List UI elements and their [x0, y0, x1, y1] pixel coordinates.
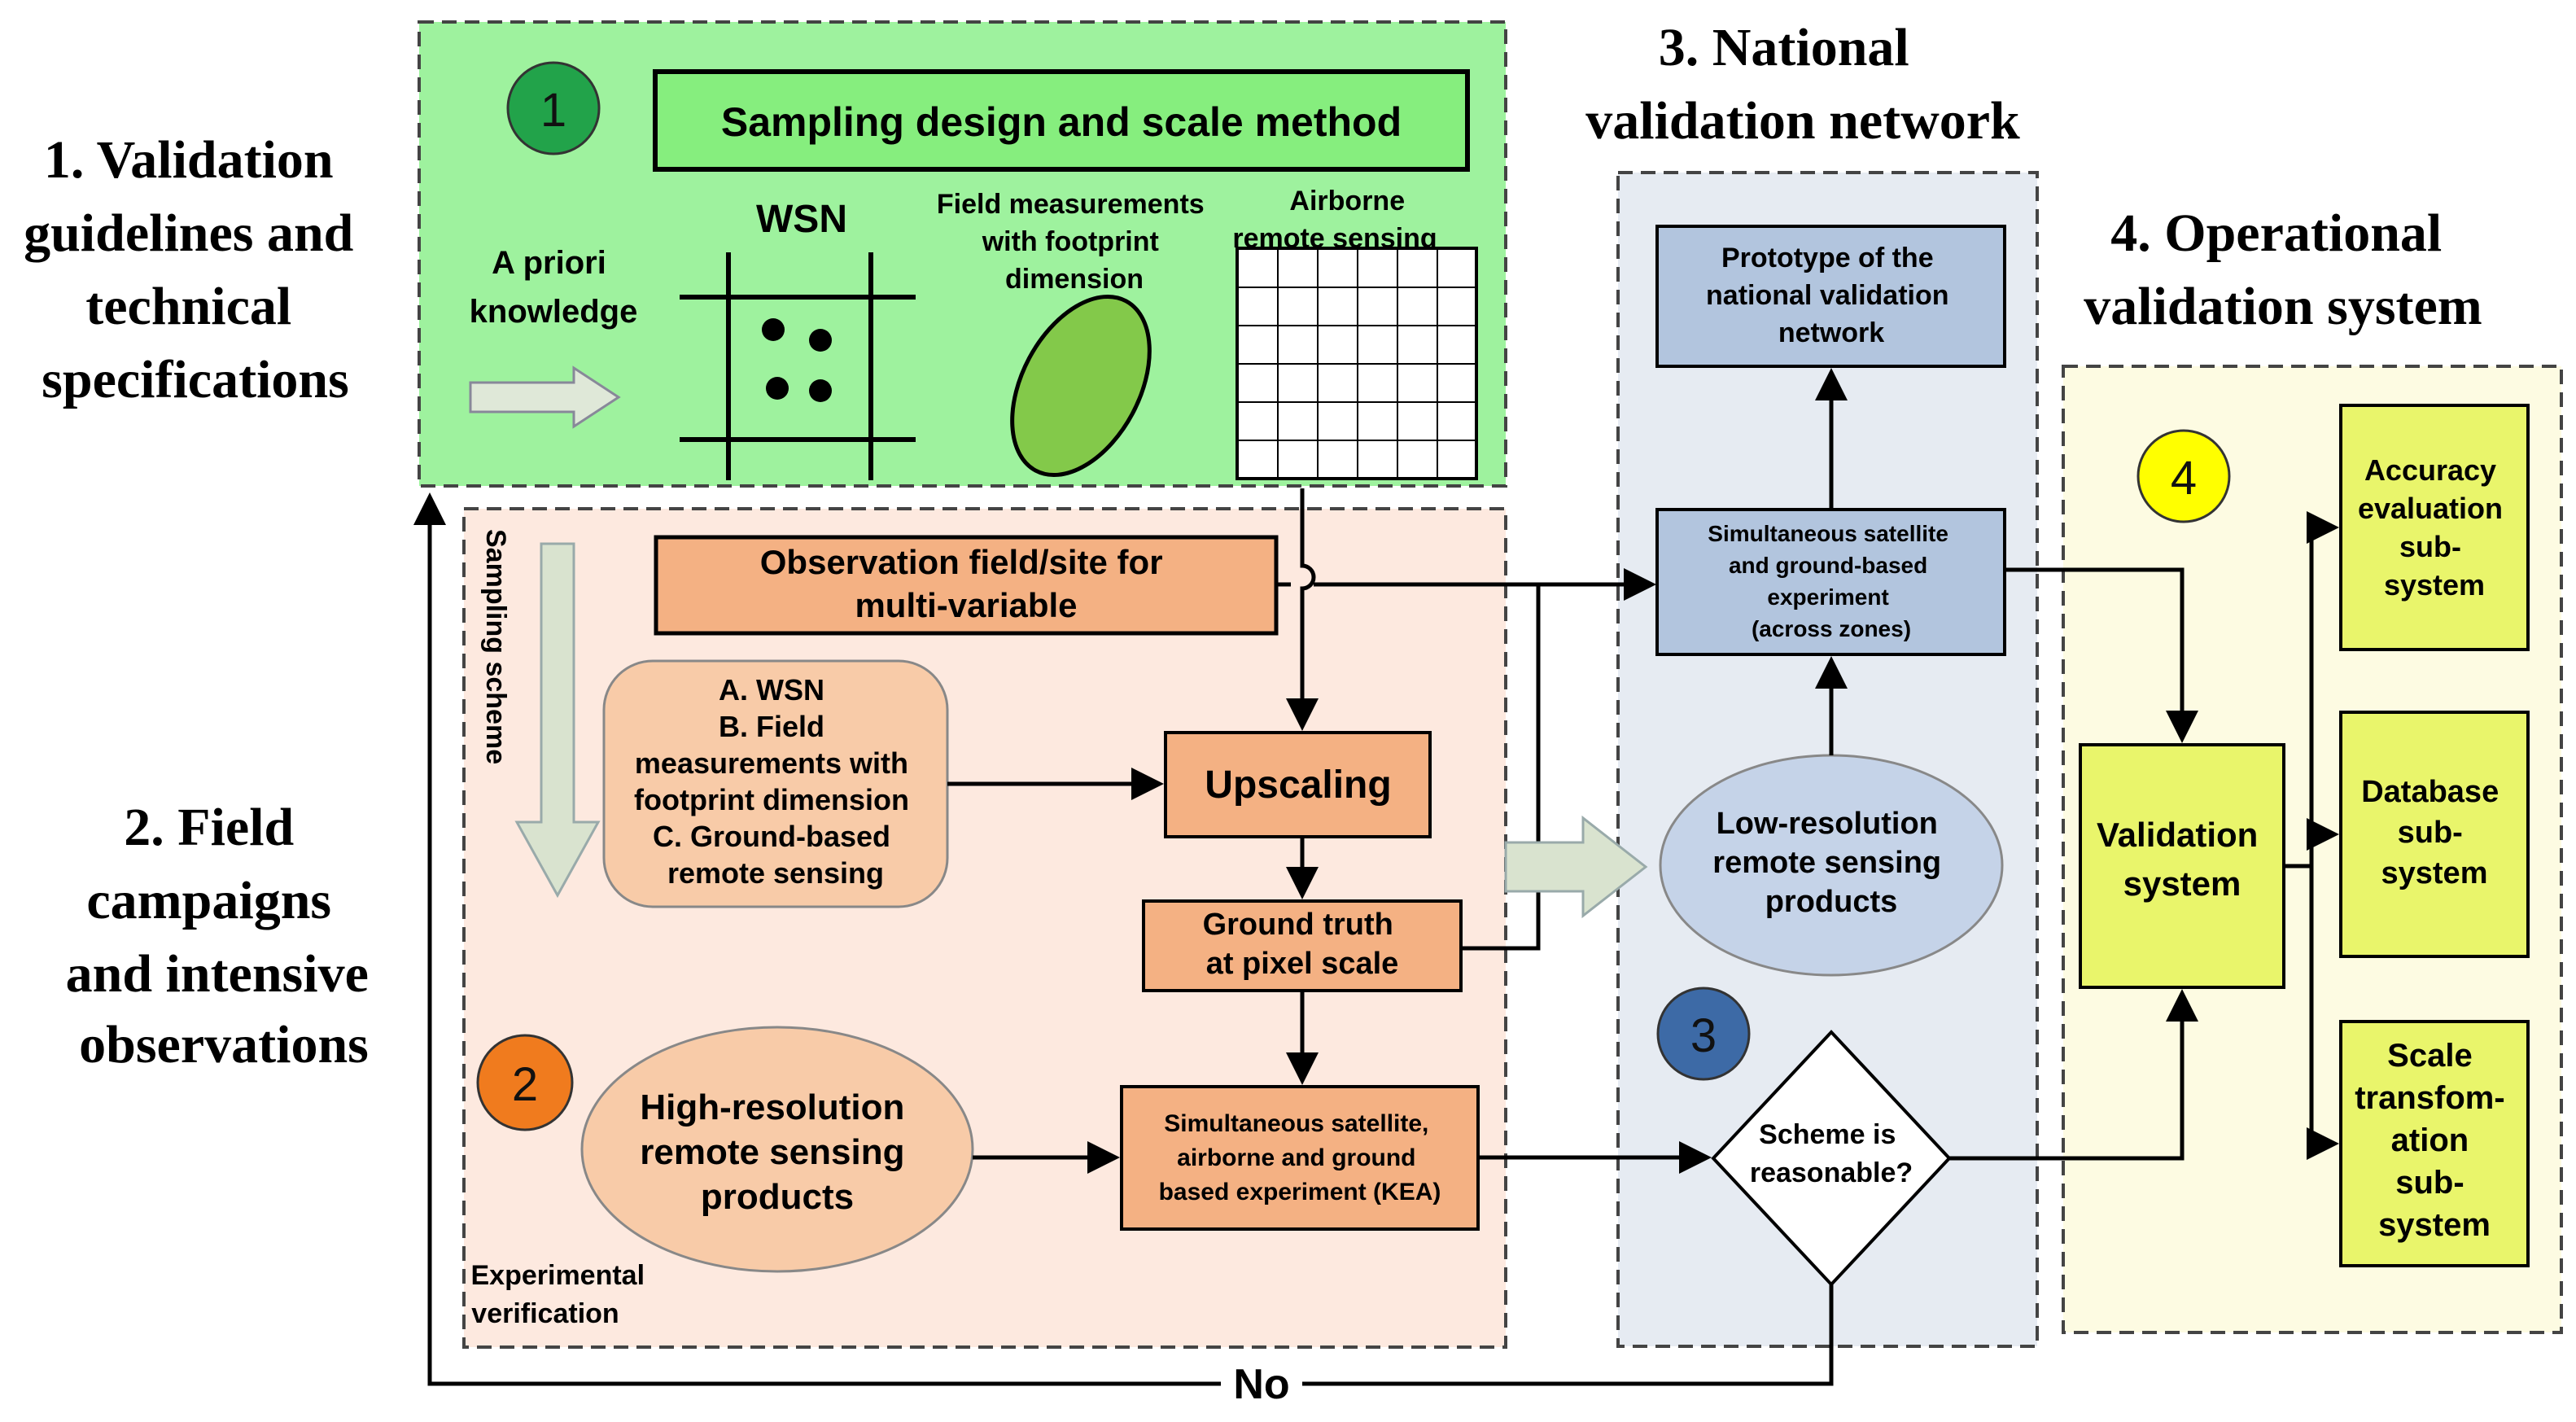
- svg-text:Ground truth at pixel sc: Ground truth at pixel scale: [1203, 908, 1402, 981]
- sampling-design-box: Sampling design and scale method: [653, 69, 1470, 172]
- high-resolution-ellipse: High-resolution remote sensing products: [580, 1026, 974, 1273]
- wsn-label: WSN: [756, 198, 847, 241]
- arrow-validation-to-scale: [2307, 866, 2339, 1160]
- section-1-title: 1. Validation guidelines and technical s…: [24, 130, 367, 409]
- svg-text:Simultaneous satellite,: Simultaneous satellite, airborne and gro…: [1159, 1110, 1441, 1205]
- svg-text:Low-resolution remote se: Low-resolution remote sensing products: [1712, 807, 1949, 919]
- sampling-scheme-arrow: [514, 542, 601, 899]
- svg-text:Database sub- syst: Database sub- system: [2361, 775, 2508, 890]
- svg-text:2: 2: [512, 1058, 538, 1111]
- database-box: Database sub- system: [2339, 711, 2530, 958]
- prototype-box: Prototype of the national validation net…: [1655, 225, 2006, 368]
- scale-transformation-box: Scale transfom- ation sub- system: [2339, 1020, 2530, 1267]
- section-2-title: 2. Field campaigns and intensive observa…: [66, 798, 383, 1074]
- validation-system-box: Validation system: [2079, 743, 2285, 989]
- section-4-title: 4. Operational validation system: [2084, 203, 2482, 336]
- experimental-verification-label: Experimental verification: [471, 1260, 653, 1329]
- low-resolution-ellipse: Low-resolution remote sensing products: [1659, 754, 2004, 977]
- arrow-airborne-to-upscaling: [1286, 488, 1319, 731]
- svg-text:Accuracy evaluation: Accuracy evaluation sub- system: [2358, 453, 2511, 602]
- sampling-scheme-label: Sampling scheme: [480, 529, 511, 764]
- badge-1: 1: [506, 61, 601, 155]
- sampling-methods-box: A. WSN B. Field measurements with footpr…: [602, 659, 949, 908]
- badge-3: 3: [1656, 987, 1751, 1081]
- badge-4: 4: [2136, 429, 2231, 523]
- svg-text:Validation system: Validation system: [2097, 816, 2268, 903]
- svg-text:Scheme is reasonable?: Scheme is reasonable?: [1750, 1119, 1913, 1188]
- svg-text:Upscaling: Upscaling: [1205, 764, 1391, 807]
- upscaling-box: Upscaling: [1164, 731, 1432, 838]
- line-ground-truth-to-network: [1461, 584, 1541, 951]
- footprint-ellipse-icon: [1010, 294, 1152, 478]
- svg-text:3: 3: [1690, 1009, 1717, 1062]
- kea-experiment-box: Simultaneous satellite, airborne and gro…: [1120, 1085, 1480, 1231]
- observation-field-box: Observation field/site for multi-variabl…: [654, 535, 1279, 636]
- svg-text:A. WSN B. Field me: A. WSN B. Field measurements with footpr…: [634, 673, 917, 890]
- svg-text:High-resolution remote s: High-resolution remote sensing products: [640, 1087, 914, 1217]
- field-measurements-label: Field measurements with footprint dimens…: [937, 189, 1212, 295]
- big-arrow-to-low-res: [1504, 815, 1648, 919]
- section-3-title: 3. National validation network: [1585, 18, 2020, 151]
- svg-text:1: 1: [540, 84, 566, 137]
- wsn-grid-icon: [680, 252, 916, 480]
- svg-text:Sampling design and scale meth: Sampling design and scale method: [721, 99, 1402, 145]
- svg-text:Observation field/site for: Observation field/site for multi-variabl…: [760, 543, 1172, 624]
- scheme-decision-diamond: Scheme is reasonable?: [1711, 1030, 1952, 1287]
- accuracy-evaluation-box: Accuracy evaluation sub- system: [2339, 404, 2530, 651]
- svg-text:Prototype of the nationa: Prototype of the national validation net…: [1706, 243, 1957, 348]
- ground-truth-box: Ground truth at pixel scale: [1142, 899, 1463, 992]
- svg-text:4: 4: [2171, 452, 2197, 505]
- a-priori-label: A priori knowledge: [470, 245, 638, 330]
- arrow-no-feedback-loop: [413, 492, 1834, 1386]
- arrow-decision-to-validation: [1949, 989, 2198, 1161]
- svg-text:Simultaneous satellite a: Simultaneous satellite and ground-based …: [1708, 521, 1954, 641]
- no-label: No: [1233, 1361, 1289, 1408]
- arrow-validation-to-accuracy: [2284, 511, 2339, 869]
- arrow-simultaneous-to-validation: [2005, 567, 2198, 743]
- svg-text:Scale transfom- at: Scale transfom- ation sub- system: [2355, 1038, 2514, 1243]
- simultaneous-experiment-box: Simultaneous satellite and ground-based …: [1655, 508, 2006, 656]
- badge-2: 2: [476, 1034, 574, 1131]
- a-priori-arrow: [469, 365, 621, 429]
